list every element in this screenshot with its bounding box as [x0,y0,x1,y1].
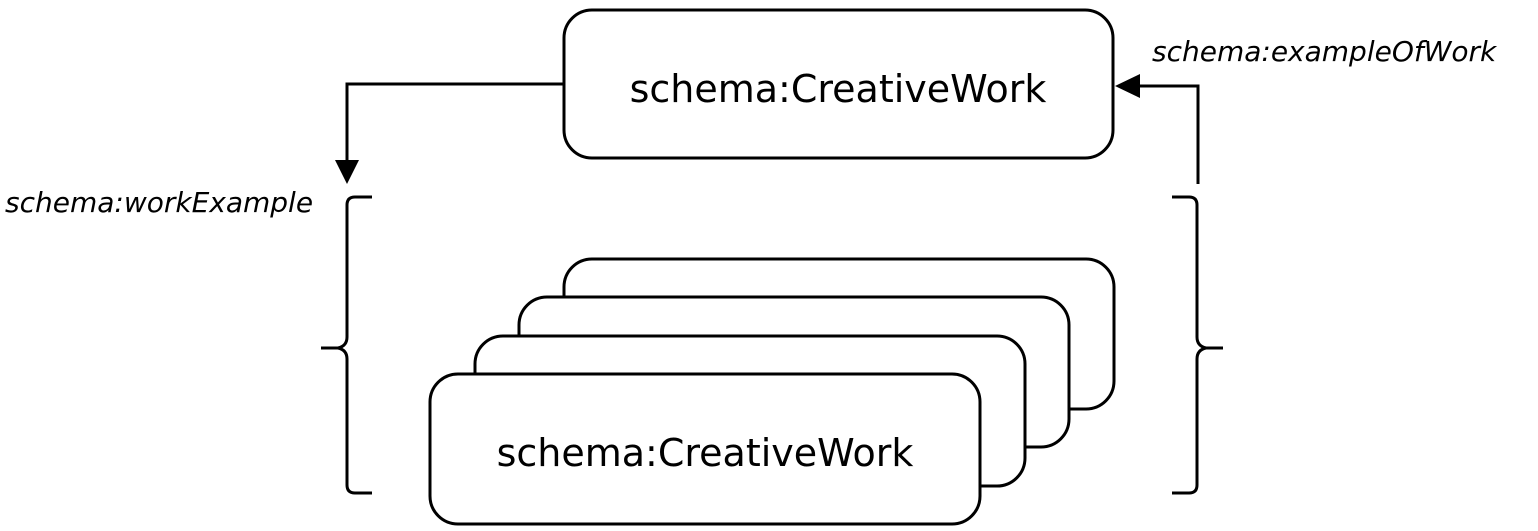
work-example-label: schema:workExample [5,186,313,219]
creative-work-stack: schema:CreativeWork [428,257,1116,526]
example-of-work-arrowhead [1115,74,1140,98]
work-example-arrowhead [335,160,359,184]
right-bracket [1172,195,1223,495]
example-of-work-label: schema:exampleOfWork [1152,35,1498,68]
work-example-edge: schema:workExample [5,82,564,219]
work-example-line [345,82,564,162]
top-node-label: schema:CreativeWork [630,67,1047,111]
example-of-work-edge: schema:exampleOfWork [1115,35,1498,184]
example-of-work-line [1138,84,1200,184]
bottom-node-label: schema:CreativeWork [497,431,914,475]
left-bracket [321,195,372,495]
stack-card-front [428,372,982,526]
top-creative-work-node: schema:CreativeWork [562,8,1115,160]
